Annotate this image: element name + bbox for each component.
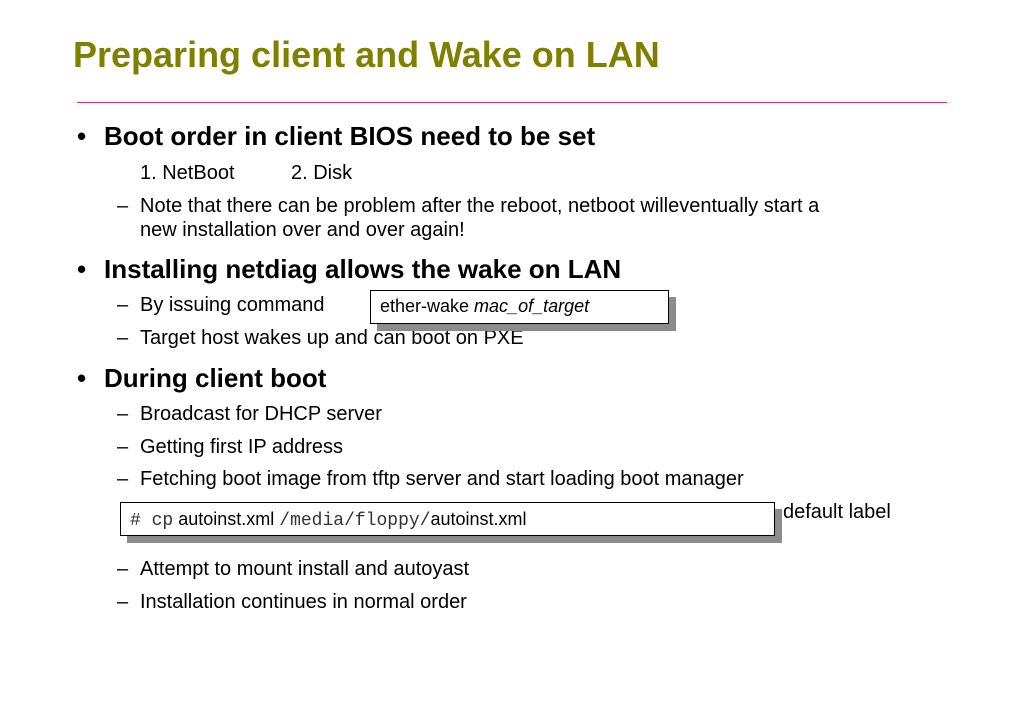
- wake-command-arg: mac_of_target: [474, 296, 590, 316]
- bullet-marker: •: [77, 121, 87, 151]
- subitem-reboot-note-cont: new installation over and over again!: [140, 219, 465, 241]
- wake-command-box: ether-wake mac_of_target: [370, 290, 669, 324]
- cp-command-src: autoinst.xml: [173, 509, 280, 529]
- dash-marker: –: [117, 195, 129, 217]
- subitem-installation-continues: Installation continues in normal order: [140, 591, 467, 613]
- subitem-mount-install: Attempt to mount install and autoyast: [140, 558, 470, 580]
- dash-marker: –: [117, 591, 129, 613]
- subitem-target-wakes: Target host wakes up and can boot on PXE: [140, 327, 524, 349]
- dash-marker: –: [117, 403, 129, 425]
- dash-marker: –: [117, 468, 129, 490]
- bullet-marker: •: [77, 363, 87, 393]
- title-divider: [77, 102, 947, 103]
- wake-command: ether-wake: [380, 296, 475, 316]
- subitem-fetching-boot-image: Fetching boot image from tftp server and…: [140, 468, 744, 490]
- bullet-boot-order: Boot order in client BIOS need to be set: [104, 121, 596, 151]
- subitem-issuing-command: By issuing command: [140, 294, 325, 316]
- slide-title: Preparing client and Wake on LAN: [73, 34, 660, 75]
- subitem-default-label: default label: [783, 501, 891, 523]
- subitem-broadcast-dhcp: Broadcast for DHCP server: [140, 403, 382, 425]
- cp-command-dest-path: /media/floppy/: [279, 511, 431, 531]
- subitem-first-ip: Getting first IP address: [140, 436, 344, 458]
- cp-command-box: # cp autoinst.xml /media/floppy/autoinst…: [120, 502, 775, 536]
- order-item-disk: 2. Disk: [291, 162, 353, 184]
- bullet-client-boot: During client boot: [104, 363, 327, 393]
- subitem-reboot-note: Note that there can be problem after the…: [140, 195, 820, 217]
- dash-marker: –: [117, 558, 129, 580]
- cp-command-prompt: # cp: [130, 511, 174, 531]
- dash-marker: –: [117, 327, 129, 349]
- dash-marker: –: [117, 436, 129, 458]
- cp-command-dest-file: autoinst.xml: [430, 509, 527, 529]
- order-item-netboot: 1. NetBoot: [140, 162, 235, 184]
- bullet-marker: •: [77, 254, 87, 284]
- dash-marker: –: [117, 294, 129, 316]
- bullet-netdiag: Installing netdiag allows the wake on LA…: [104, 254, 622, 284]
